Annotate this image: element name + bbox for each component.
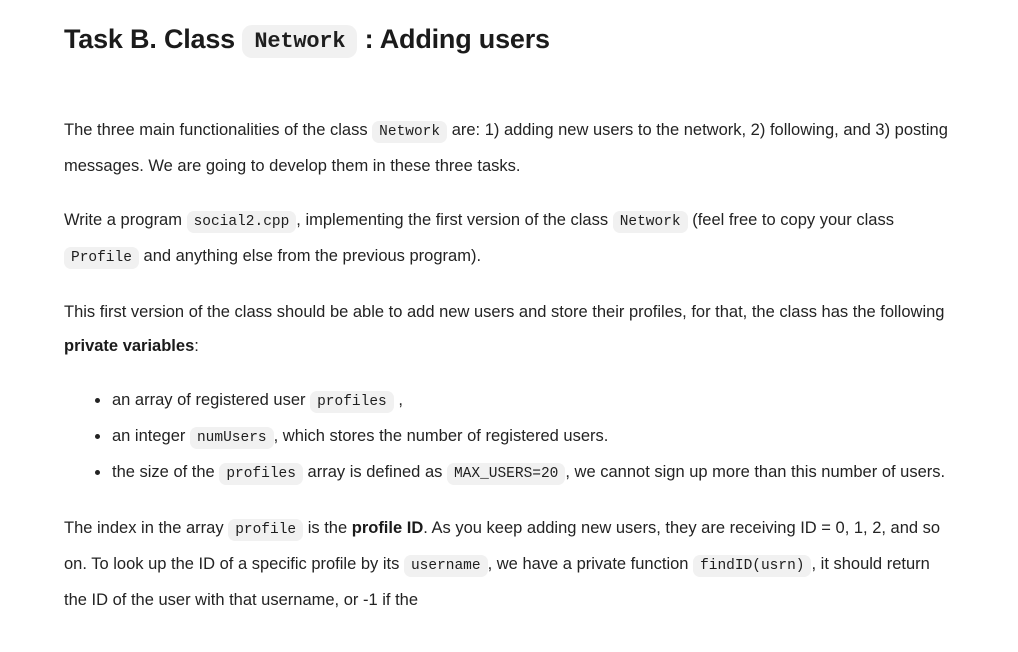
- code-chip-max-users: MAX_USERS=20: [446, 463, 566, 485]
- write-text-1: Write a program: [64, 211, 182, 229]
- listitem-text-1: the size of the: [112, 463, 215, 481]
- code-chip-network-2: Network: [612, 211, 688, 233]
- code-chip-network: Network: [372, 121, 448, 143]
- page-title: Task B. Class Network : Adding users: [64, 0, 954, 61]
- profileid-text-1: The index in the array: [64, 519, 224, 537]
- profileid-bold-profile-id: profile ID: [351, 519, 424, 537]
- profileid-text-4: , we have a private function: [487, 555, 689, 573]
- listitem-text-2: , which stores the number of registered …: [273, 427, 609, 445]
- paragraph-intro: The three main functionalities of the cl…: [64, 113, 954, 183]
- firstver-text-1: This first version of the class should b…: [64, 303, 945, 321]
- write-text-4: and anything else from the previous prog…: [143, 247, 482, 265]
- private-variables-list: an array of registered user profiles , a…: [64, 383, 954, 491]
- intro-text-2: are: 1) adding new users to the network,…: [64, 121, 948, 175]
- firstver-bold-private-variables: private variables: [64, 337, 195, 355]
- write-text-2: , implementing the first version of the …: [296, 211, 609, 229]
- code-chip-social2-cpp: social2.cpp: [186, 211, 297, 233]
- code-chip-username: username: [403, 555, 488, 577]
- list-item: an integer numUsers, which stores the nu…: [95, 419, 954, 455]
- list-item: the size of the profiles array is define…: [95, 455, 954, 491]
- paragraph-write-program: Write a program social2.cpp, implementin…: [64, 203, 954, 275]
- write-text-3: (feel free to copy your class: [692, 211, 894, 229]
- code-chip-profile-2: profile: [228, 519, 304, 541]
- listitem-text-2: array is defined as: [307, 463, 443, 481]
- profileid-text-5: , it should return the ID of the user wi…: [64, 555, 930, 609]
- profileid-text-3: . As you keep adding new users, they are…: [64, 519, 941, 573]
- code-chip-findid-usrn: findID(usrn): [693, 555, 812, 577]
- code-chip-profiles-2: profiles: [219, 463, 303, 485]
- title-prefix-text: Task B. Class: [64, 24, 235, 54]
- listitem-text-3: , we cannot sign up more than this numbe…: [565, 463, 946, 481]
- list-item: an array of registered user profiles ,: [95, 383, 954, 419]
- code-chip-numusers: numUsers: [189, 427, 274, 449]
- code-chip-profile: Profile: [64, 247, 139, 269]
- listitem-text-1: an array of registered user: [112, 391, 306, 409]
- title-suffix-text: : Adding users: [364, 24, 550, 54]
- intro-text-1: The three main functionalities of the cl…: [64, 121, 368, 139]
- code-chip-profiles: profiles: [310, 391, 394, 413]
- title-code-chip-network: Network: [242, 25, 358, 58]
- paragraph-first-version: This first version of the class should b…: [64, 295, 954, 363]
- profileid-text-2: is the: [307, 519, 348, 537]
- listitem-text-2: ,: [398, 391, 403, 409]
- firstver-text-2: :: [194, 337, 199, 355]
- listitem-text-1: an integer: [112, 427, 186, 445]
- paragraph-profile-id: The index in the array profile is the pr…: [64, 511, 954, 617]
